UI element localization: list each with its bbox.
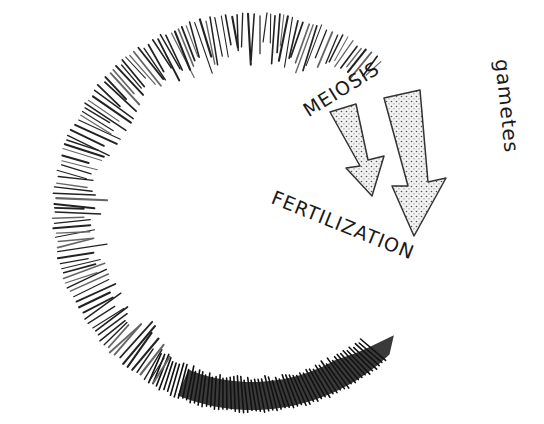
hatch-stroke (321, 361, 340, 390)
hatch-stroke (226, 15, 231, 45)
hatch-stroke (242, 13, 243, 47)
hatch-stroke (79, 293, 110, 308)
hatch-stroke (241, 377, 244, 413)
hatch-stroke (183, 370, 189, 398)
hatch-stroke (85, 108, 110, 123)
hatch-stroke (166, 35, 183, 70)
hatch-stroke (64, 264, 96, 273)
hatch-stroke (222, 378, 224, 409)
hatch-stroke (123, 326, 155, 364)
hatch-stroke (54, 204, 94, 208)
hatch-stroke (126, 57, 146, 78)
hatch-stroke (315, 30, 326, 58)
hatch-stroke (230, 377, 231, 409)
hatch-stroke (207, 373, 210, 406)
hatch-stroke (57, 183, 88, 187)
hatch-stroke (134, 52, 161, 86)
hatch-stroke (56, 230, 95, 238)
hatch-stroke (248, 378, 252, 411)
hatch-stroke (95, 90, 134, 118)
hatch-stroke (226, 378, 228, 409)
hatch-stroke (248, 14, 251, 65)
hatch-stroke (56, 198, 107, 200)
hatch-stroke (55, 220, 91, 224)
hatch-stroke (71, 130, 104, 146)
hatch-stroke (109, 325, 129, 348)
gametes-label: gametes (492, 58, 522, 154)
hatch-stroke (270, 14, 271, 43)
hatch-stroke (168, 363, 177, 391)
hatch-stroke (251, 14, 254, 60)
hatch-stroke (58, 253, 94, 259)
hatch-stroke (319, 365, 337, 392)
hatch-stroke (53, 217, 84, 218)
hatch-stroke (111, 73, 140, 104)
hatch-stroke (333, 361, 352, 384)
hatch-stroke (57, 232, 90, 233)
hatch-stroke (62, 165, 91, 174)
hatch-stroke (211, 377, 213, 406)
hatch-stroke (53, 193, 95, 195)
hatch-stroke (219, 375, 221, 410)
hatch-stroke (58, 239, 93, 248)
hatch-stroke (83, 298, 112, 313)
hatch-stroke (128, 333, 152, 367)
hatch-stroke (259, 16, 261, 53)
hatch-stroke (310, 369, 326, 397)
hatch-stroke (277, 14, 280, 53)
hatch-stroke (265, 376, 273, 410)
hatch-stroke (237, 376, 239, 412)
dark-arc (178, 335, 394, 410)
hatch-stroke (327, 364, 345, 389)
hatch-stroke (93, 309, 124, 328)
hatch-stroke (359, 343, 382, 362)
hatch-stroke (67, 269, 106, 288)
hatch-stroke (190, 22, 200, 57)
gametes-arrow (384, 90, 446, 236)
hatch-stroke (96, 307, 128, 331)
hatch-stroke (291, 22, 303, 57)
meiosis-arrow (330, 104, 384, 196)
hatch-stroke (66, 273, 98, 283)
hatch-stroke (316, 365, 333, 393)
hatch-stroke (122, 65, 142, 88)
hatch-stroke (58, 238, 94, 241)
hatch-stroke (62, 260, 101, 269)
hatch-stroke (62, 161, 97, 170)
fertilization-label: FERTILIZATION (269, 188, 417, 263)
hatch-stroke (98, 314, 127, 335)
hatch-stroke (149, 45, 164, 72)
hatch-stroke (104, 322, 127, 344)
hatch-stroke (64, 263, 105, 278)
hatch-stroke (234, 377, 236, 412)
hatch-stroke (276, 378, 286, 408)
hatch-stroke (237, 15, 238, 51)
hatch-stroke (318, 32, 333, 67)
hatch-stroke (85, 293, 121, 319)
hatch-stroke (62, 156, 88, 164)
hatch-stroke (285, 17, 293, 67)
hatch-stroke (272, 16, 275, 64)
hatch-stroke (244, 380, 248, 412)
hatch-stroke (158, 39, 179, 80)
hatch-stroke (153, 40, 172, 68)
hatch-stroke (178, 29, 193, 66)
hatch-stroke (53, 225, 90, 228)
hatch-stroke (303, 26, 317, 71)
hatch-stroke (215, 18, 223, 57)
hatched-cycle-arc (53, 13, 394, 413)
hatch-stroke (85, 103, 126, 130)
hatch-stroke (263, 13, 267, 42)
hatch-stroke (58, 177, 93, 181)
hatch-stroke (214, 377, 216, 410)
hatch-stroke (60, 259, 88, 264)
hatch-stroke (306, 25, 321, 66)
hatch-stroke (55, 212, 100, 214)
hatch-stroke (202, 375, 206, 407)
hatch-stroke (313, 369, 330, 397)
